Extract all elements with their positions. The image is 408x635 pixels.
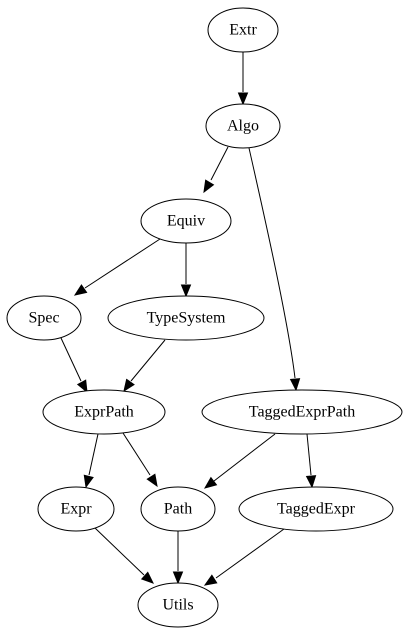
- edge-equiv-to-typesystem: [180, 243, 192, 298]
- arrowhead-icon: [146, 473, 158, 488]
- edge-line: [60, 337, 82, 382]
- edge-line: [306, 433, 312, 476]
- edge-exprpath-to-path: [122, 432, 158, 488]
- edge-exprpath-to-expr: [83, 433, 99, 489]
- edge-line: [210, 146, 229, 181]
- arrowhead-icon: [76, 379, 88, 394]
- arrowhead-icon: [83, 474, 94, 489]
- arrowhead-icon: [237, 92, 249, 106]
- node-utils: Utils: [137, 582, 219, 628]
- node-label: Path: [164, 501, 192, 518]
- arrowhead-icon: [203, 574, 218, 586]
- edge-line: [213, 433, 276, 482]
- node-label: TaggedExprPath: [249, 404, 355, 421]
- node-exprpath: ExprPath: [42, 389, 166, 435]
- node-expr: Expr: [37, 486, 115, 532]
- arrowhead-icon: [203, 179, 215, 194]
- edges-layer: [60, 52, 317, 586]
- node-ellipse: [205, 103, 281, 149]
- edge-line: [88, 433, 99, 476]
- node-label: Extr: [229, 22, 257, 39]
- node-ellipse: [140, 198, 232, 244]
- edge-typesystem-to-exprpath: [123, 339, 166, 393]
- node-label: Spec: [28, 310, 59, 327]
- arrowhead-icon: [172, 571, 184, 585]
- arrowhead-icon: [305, 475, 317, 489]
- arrowhead-icon: [140, 571, 154, 584]
- edge-line: [122, 432, 151, 476]
- node-ellipse: [37, 486, 115, 532]
- edge-spec-to-exprpath: [60, 337, 88, 394]
- node-equiv: Equiv: [140, 198, 232, 244]
- node-ellipse: [201, 389, 403, 435]
- edge-line: [248, 147, 296, 379]
- node-path: Path: [140, 486, 216, 532]
- node-ellipse: [107, 295, 265, 341]
- edge-line: [130, 339, 166, 382]
- node-label: ExprPath: [74, 404, 134, 421]
- node-label: Algo: [227, 118, 259, 135]
- edge-algo-to-taggedexprpath: [248, 147, 301, 392]
- node-ellipse: [137, 582, 219, 628]
- edge-line: [215, 528, 285, 579]
- edge-algo-to-equiv: [203, 146, 229, 194]
- arrowhead-icon: [289, 378, 301, 392]
- node-ellipse: [207, 7, 279, 53]
- node-ellipse: [140, 486, 216, 532]
- node-algo: Algo: [205, 103, 281, 149]
- node-label: Expr: [60, 501, 92, 518]
- edge-expr-to-utils: [94, 527, 154, 584]
- node-typesystem: TypeSystem: [107, 295, 265, 341]
- node-extr: Extr: [207, 7, 279, 53]
- node-ellipse: [6, 295, 82, 341]
- node-label: Utils: [162, 597, 193, 614]
- node-label: TypeSystem: [147, 310, 226, 327]
- node-label: Equiv: [167, 213, 205, 230]
- arrowhead-icon: [123, 378, 135, 393]
- node-ellipse: [42, 389, 166, 435]
- node-taggedexpr: TaggedExpr: [238, 486, 394, 532]
- edge-extr-to-algo: [237, 52, 249, 106]
- edge-taggedexprpath-to-path: [203, 433, 276, 489]
- arrowhead-icon: [73, 284, 88, 296]
- arrowhead-icon: [203, 476, 218, 489]
- node-label: TaggedExpr: [277, 501, 356, 518]
- edge-line: [84, 238, 161, 289]
- edge-line: [94, 527, 145, 576]
- edge-equiv-to-spec: [73, 238, 161, 296]
- edge-path-to-utils: [172, 531, 184, 585]
- node-taggedexprpath: TaggedExprPath: [201, 389, 403, 435]
- node-spec: Spec: [6, 295, 82, 341]
- edge-taggedexpr-to-utils: [203, 528, 285, 586]
- edge-taggedexprpath-to-taggedexpr: [305, 433, 317, 489]
- arrowhead-icon: [180, 284, 192, 298]
- node-ellipse: [238, 486, 394, 532]
